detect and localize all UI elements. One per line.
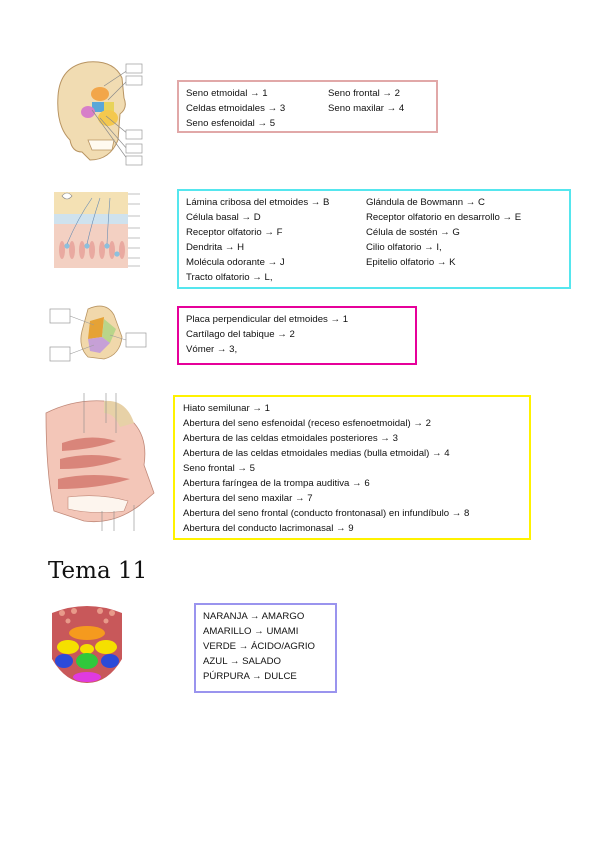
legend-row: Seno etmoidal → 1 Seno frontal → 2 [186,86,429,101]
olfactory-epithelium-figure [48,188,144,276]
legend-item: Abertura del seno esfenoidal (receso esf… [183,418,431,429]
legend-item: Hiato semilunar → 1 [183,403,270,414]
legend-item: Glándula de Bowmann → C [366,197,485,208]
legend-item: Célula basal → D [186,212,261,223]
legend-item: Lámina cribosa del etmoides → B [186,197,330,208]
legend-item: Abertura faríngea de la trompa auditiva … [183,478,370,489]
tongue-taste-map-figure [48,603,126,683]
legend-item: Seno maxilar → 4 [328,103,405,114]
legend-row: Receptor olfatorio → F Célula de sostén … [186,225,562,240]
taste-legend-box: NARANJA → AMARGO AMARILLO → UMAMI VERDE … [194,603,337,693]
legend-item: Abertura del seno frontal (conducto fron… [183,508,470,519]
legend-item: Epitelio olfatorio → K [366,257,456,268]
legend-item: AZUL → SALADO [203,656,282,667]
skull-sinuses-figure [48,56,144,168]
legend-row: Seno esfenoidal → 5 [186,116,429,131]
olfactory-legend-box: Lámina cribosa del etmoides → B Glándula… [177,189,571,289]
legend-row: Dendrita → H Cilio olfatorio → I, [186,240,562,255]
septum-legend-box: Placa perpendicular del etmoides → 1 Car… [177,306,417,365]
legend-row: Célula basal → D Receptor olfatorio en d… [186,210,562,225]
legend-item: AMARILLO → UMAMI [203,626,299,637]
legend-item: Dendrita → H [186,242,245,253]
legend-item: Cilio olfatorio → I, [366,242,442,253]
legend-item: Seno etmoidal → 1 [186,88,268,99]
legend-row: Molécula odorante → J Epitelio olfatorio… [186,255,562,270]
legend-item: Receptor olfatorio → F [186,227,283,238]
lateral-nasal-wall-figure [44,393,172,531]
nasal-wall-legend-box: Hiato semilunar → 1 Abertura del seno es… [173,395,531,540]
legend-item: Abertura de las celdas etmoidales poster… [183,433,398,444]
legend-item: VERDE → ÁCIDO/AGRIO [203,641,315,652]
legend-item: Cartílago del tabique → 2 [186,329,295,340]
legend-item: Placa perpendicular del etmoides → 1 [186,314,349,325]
legend-item: Seno esfenoidal → 5 [186,118,276,129]
nasal-septum-figure [48,297,148,369]
legend-item: Molécula odorante → J [186,257,285,268]
legend-item: Celdas etmoidales → 3 [186,103,286,114]
section-heading: Tema 11 [48,558,148,584]
legend-item: Abertura del seno maxilar → 7 [183,493,313,504]
legend-item: Abertura de las celdas etmoidales medias… [183,448,450,459]
legend-item: PÚRPURA → DULCE [203,671,297,682]
legend-row: Lámina cribosa del etmoides → B Glándula… [186,195,562,210]
legend-item: Vómer → 3, [186,344,238,355]
legend-item: Célula de sostén → G [366,227,460,238]
legend-item: Abertura del conducto lacrimonasal → 9 [183,523,354,534]
legend-item: Seno frontal → 2 [328,88,400,99]
legend-item: Seno frontal → 5 [183,463,255,474]
legend-row: Tracto olfatorio → L, [186,270,562,285]
legend-item: Tracto olfatorio → L, [186,272,273,283]
legend-item: NARANJA → AMARGO [203,611,305,622]
legend-item: Receptor olfatorio en desarrollo → E [366,212,522,223]
legend-row: Celdas etmoidales → 3 Seno maxilar → 4 [186,101,429,116]
sinus-legend-box: Seno etmoidal → 1 Seno frontal → 2 Celda… [177,80,438,133]
